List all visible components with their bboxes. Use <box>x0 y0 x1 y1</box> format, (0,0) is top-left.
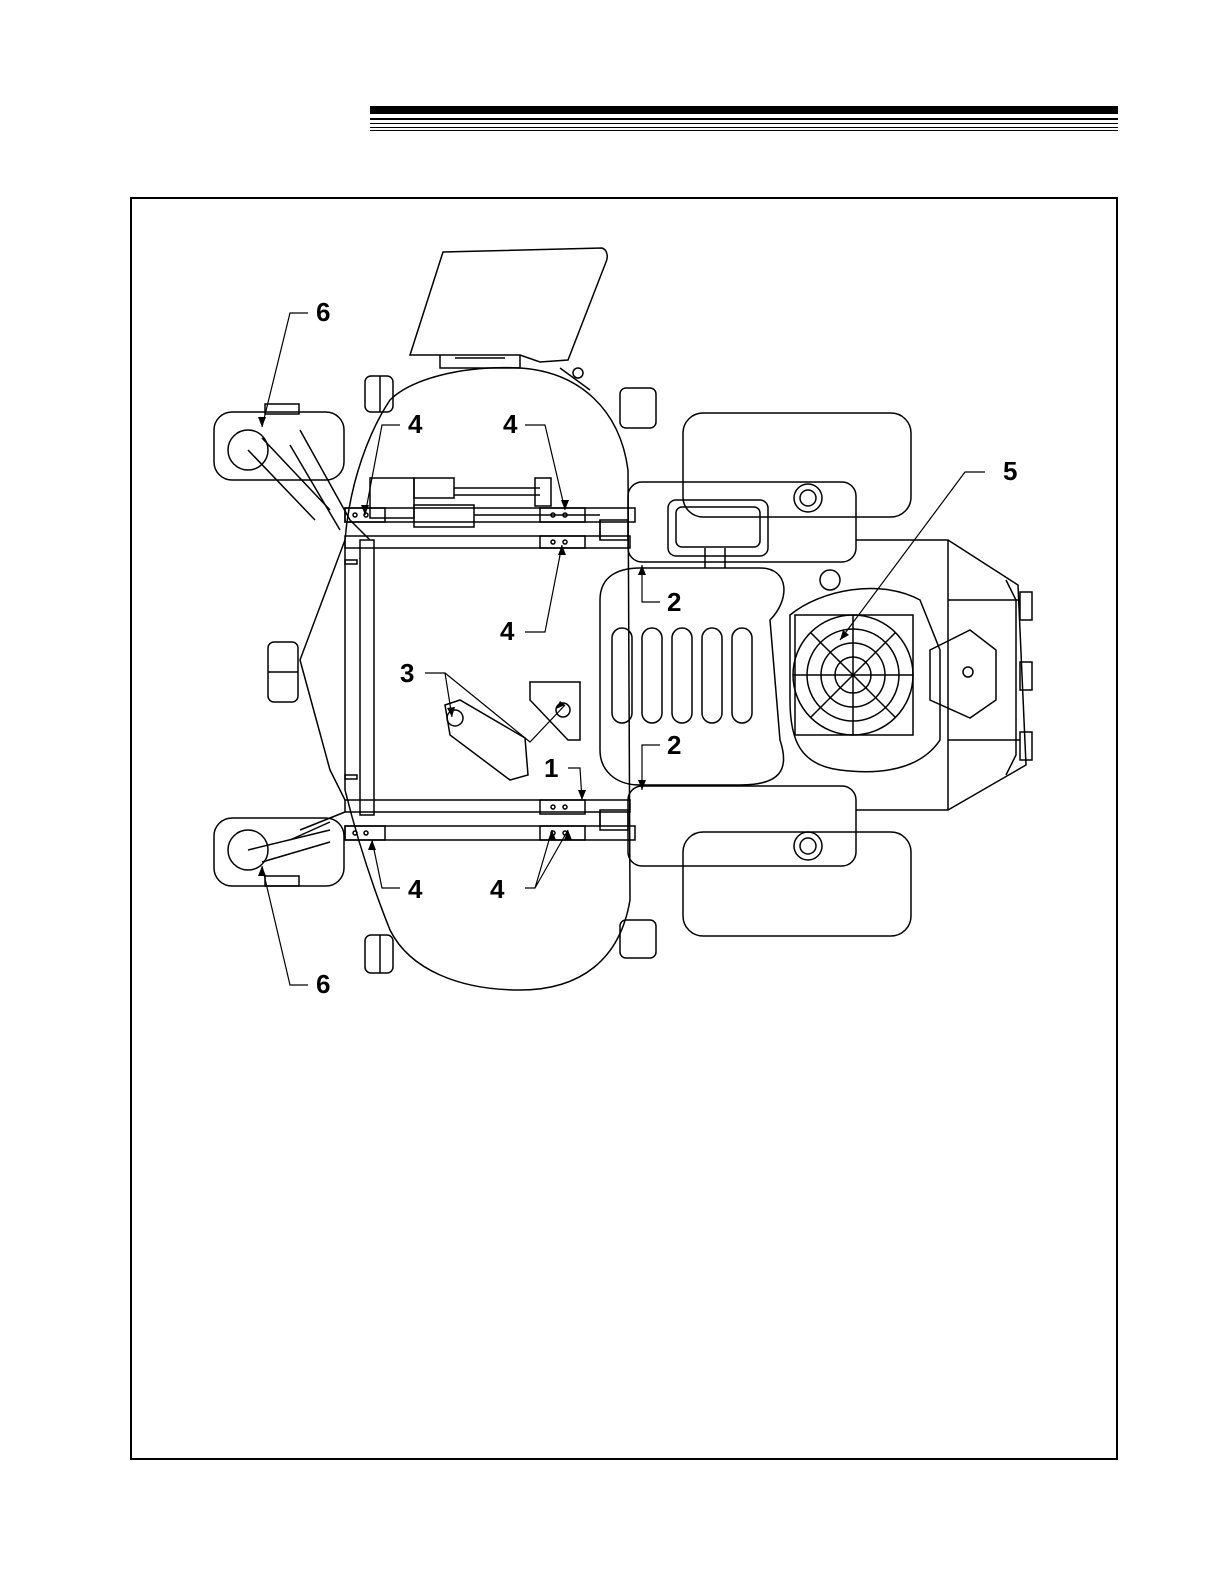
leader-lines <box>262 313 985 985</box>
callout-4-upper-right: 4 <box>503 409 518 439</box>
operator-seat <box>600 548 784 785</box>
mower-deck <box>345 368 630 990</box>
callout-1: 1 <box>544 753 558 783</box>
callout-labels: 6 6 4 4 4 4 4 3 2 2 1 5 <box>316 297 1017 999</box>
callout-6-top: 6 <box>316 297 330 327</box>
callout-4-upper-left: 4 <box>408 409 423 439</box>
callout-6-bottom: 6 <box>316 969 330 999</box>
callout-4-lower-right: 4 <box>490 874 505 904</box>
callout-3: 3 <box>400 658 414 688</box>
callout-2-lower: 2 <box>667 730 681 760</box>
callout-4-middle: 4 <box>500 616 515 646</box>
deck-wheels <box>268 376 656 973</box>
callout-5: 5 <box>1003 456 1017 486</box>
front-caster-wheels <box>214 404 344 886</box>
pivot-brackets <box>445 682 580 780</box>
leader-arrowheads <box>258 417 849 876</box>
deck-frame <box>290 430 635 840</box>
callout-4-lower-left: 4 <box>408 874 423 904</box>
discharge-chute <box>410 248 607 390</box>
fan-screen <box>793 615 913 735</box>
mounting-brackets <box>345 508 585 840</box>
callout-2-upper: 2 <box>667 587 681 617</box>
